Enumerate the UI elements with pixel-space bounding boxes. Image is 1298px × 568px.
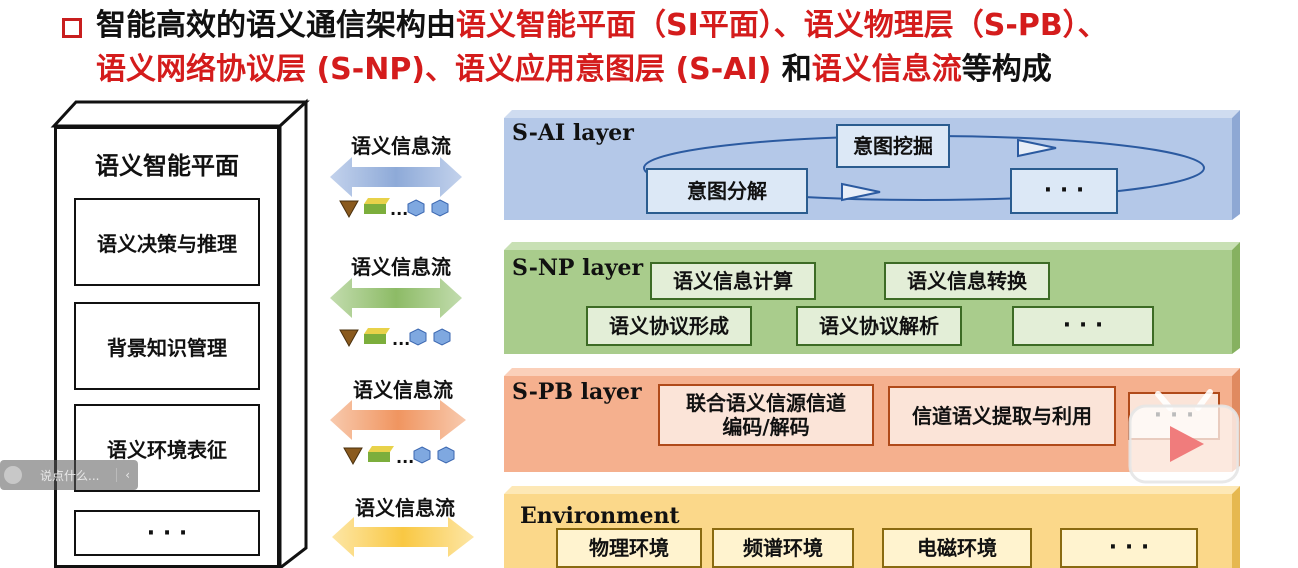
si-item-more: · · · <box>74 510 260 556</box>
title-highlight: 语义网络协议层 (S-NP)、语义应用意图层 (S-AI) <box>96 52 772 87</box>
flow-label-3: 语义信息流 <box>353 378 453 402</box>
title-line-2: 语义网络协议层 (S-NP)、语义应用意图层 (S-AI) 和语义信息流等构成 <box>96 48 1052 92</box>
node-electromagnetic-env: 电磁环境 <box>882 528 1032 568</box>
title-bullet <box>62 18 82 38</box>
flow-arrow-2 <box>330 278 462 318</box>
flow-arrow-1 <box>330 157 462 197</box>
node-intent-mining: 意图挖掘 <box>836 124 950 168</box>
node-semantic-compute: 语义信息计算 <box>650 262 816 300</box>
node-env-more: · · · <box>1060 528 1198 568</box>
comment-input-bar[interactable]: 说点什么... ‹ <box>0 460 138 490</box>
node-protocol-parsing: 语义协议解析 <box>796 306 962 346</box>
flow-label-2: 语义信息流 <box>351 255 451 279</box>
node-protocol-formation: 语义协议形成 <box>586 306 752 346</box>
layer-label-s-np: S-NP layer <box>512 255 644 281</box>
tv-mascot-icon[interactable] <box>1124 378 1244 488</box>
node-joint-coding-line2: 编码/解码 <box>722 415 810 439</box>
collapse-chevron-icon[interactable]: ‹ <box>116 468 130 482</box>
si-item-decision: 语义决策与推理 <box>74 198 260 286</box>
flow-label-1: 语义信息流 <box>351 134 451 158</box>
node-channel-semantics: 信道语义提取与利用 <box>888 386 1116 446</box>
node-spectrum-env: 频谱环境 <box>712 528 854 568</box>
layer-label-s-pb: S-PB layer <box>512 379 642 405</box>
flow-arrow-3 <box>330 400 466 440</box>
flow-icons-1 <box>339 198 449 219</box>
node-snp-more: · · · <box>1012 306 1154 346</box>
flow-arrow-4 <box>332 517 474 557</box>
node-joint-coding-line1: 联合语义信源信道 <box>686 391 846 415</box>
node-sai-more: · · · <box>1010 168 1118 214</box>
flow-icons-2 <box>339 328 451 348</box>
si-item-knowledge: 背景知识管理 <box>74 302 260 390</box>
flow-icons-3 <box>343 446 455 466</box>
title-highlight: 语义信息流 <box>811 52 962 87</box>
layer-label-environment: Environment <box>520 503 680 529</box>
node-joint-coding: 联合语义信源信道 编码/解码 <box>658 384 874 446</box>
flow-ellipsis-1: ... <box>390 200 409 219</box>
title-line-1: 智能高效的语义通信架构由语义智能平面（SI平面）、语义物理层（S-PB）、 <box>96 4 1108 48</box>
layer-label-s-ai: S-AI layer <box>512 120 634 146</box>
node-semantic-convert: 语义信息转换 <box>884 262 1050 300</box>
node-physical-env: 物理环境 <box>556 528 702 568</box>
emoji-icon[interactable] <box>4 466 22 484</box>
si-plane-heading: 语义智能平面 <box>95 152 239 180</box>
title-text: 等构成 <box>961 52 1052 87</box>
title-text: 和 <box>771 52 812 87</box>
title-text: 智能高效的语义通信架构由 <box>96 8 456 43</box>
title-highlight: 语义智能平面（SI平面）、语义物理层（S-PB）、 <box>456 8 1108 43</box>
flow-ellipsis-3: ... <box>396 448 415 467</box>
flow-label-4: 语义信息流 <box>355 496 455 520</box>
comment-placeholder: 说点什么... <box>40 468 100 483</box>
node-intent-decomposition: 意图分解 <box>646 168 808 214</box>
flow-ellipsis-2: ... <box>392 330 411 349</box>
